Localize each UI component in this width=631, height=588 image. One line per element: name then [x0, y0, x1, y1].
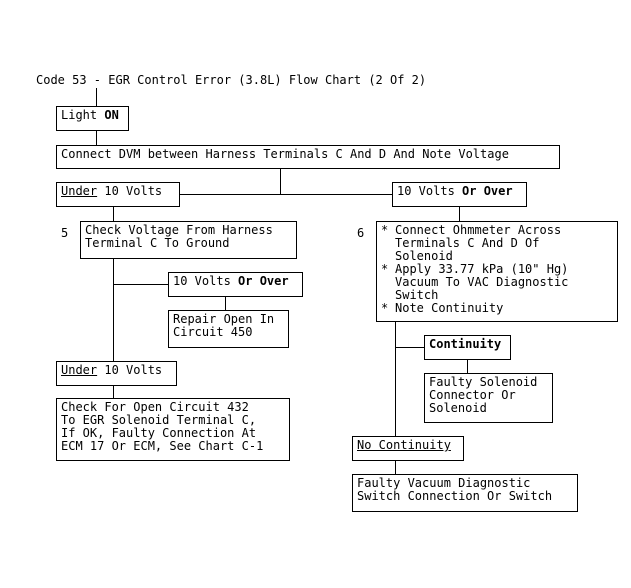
faulty-solenoid-box: Faulty Solenoid Connector Or Solenoid: [424, 373, 553, 423]
check-voltage-line2: Terminal C To Ground: [85, 236, 230, 250]
check-open-line3: If OK, Faulty Connection At: [61, 426, 257, 440]
ohmmeter-steps-list: Connect Ohmmeter Across Terminals C And …: [381, 224, 613, 316]
10-volts-or-over-box-2: 10 Volts Or Over: [168, 272, 303, 297]
volts-label: 10 Volts: [397, 184, 463, 198]
ohmmeter-steps-box: Connect Ohmmeter Across Terminals C And …: [376, 221, 618, 322]
ohmmeter-step-connect: Connect Ohmmeter Across Terminals C And …: [381, 224, 613, 263]
check-voltage-line1: Check Voltage From Harness: [85, 223, 273, 237]
continuity-box: Continuity: [424, 335, 511, 360]
or-over-label: Or Over: [462, 184, 513, 198]
faulty-solenoid-line3: Solenoid: [429, 401, 487, 415]
under-rest: 10 Volts: [97, 184, 163, 198]
ohmmeter-step-apply-vacuum: Apply 33.77 kPa (10" Hg) Vacuum To VAC D…: [381, 263, 613, 302]
no-continuity-box: No Continuity: [352, 436, 464, 461]
ohmmeter-step-connect-line1: Connect Ohmmeter Across: [395, 223, 562, 237]
under-label: Under: [61, 184, 98, 198]
repair-open-line1: Repair Open In: [173, 312, 275, 326]
volts-label-2: 10 Volts: [173, 274, 239, 288]
light-state: ON: [104, 108, 119, 122]
step-5-label: 5: [61, 226, 69, 240]
10-volts-or-over-box: 10 Volts Or Over: [392, 182, 527, 207]
connect-dvm-box: Connect DVM between Harness Terminals C …: [56, 145, 560, 169]
connect-dvm-text: Connect DVM between Harness Terminals C …: [61, 147, 509, 161]
continuity-label: Continuity: [429, 337, 502, 351]
check-open-circuit-box: Check For Open Circuit 432 To EGR Soleno…: [56, 398, 290, 461]
light-on-box: Light ON: [56, 106, 129, 131]
light-label: Light: [61, 108, 105, 122]
faulty-solenoid-line2: Connector Or: [429, 388, 516, 402]
check-open-line1: Check For Open Circuit 432: [61, 400, 249, 414]
under-10-volts-box-2: Under 10 Volts: [56, 361, 177, 386]
check-open-line4: ECM 17 Or ECM, See Chart C-1: [61, 439, 264, 453]
ohmmeter-step-note-continuity: Note Continuity: [381, 301, 613, 316]
ohmmeter-step-connect-line2: Terminals C And D Of: [395, 236, 540, 250]
step-6-label: 6: [357, 226, 365, 240]
faulty-vacuum-line2: Switch Connection Or Switch: [357, 489, 553, 503]
under-10-volts-box: Under 10 Volts: [56, 182, 180, 207]
faulty-vacuum-line1: Faulty Vacuum Diagnostic: [357, 476, 531, 490]
no-continuity-label: No Continuity: [357, 438, 451, 452]
ohmmeter-step-apply-line3: Switch: [395, 288, 439, 302]
check-open-line2: To EGR Solenoid Terminal C,: [61, 413, 257, 427]
chart-title: Code 53 - EGR Control Error (3.8L) Flow …: [36, 73, 427, 87]
ohmmeter-step-connect-line3: Solenoid: [395, 249, 453, 263]
under-rest-2: 10 Volts: [97, 363, 163, 377]
faulty-vacuum-box: Faulty Vacuum Diagnostic Switch Connecti…: [352, 474, 578, 512]
faulty-solenoid-line1: Faulty Solenoid: [429, 375, 538, 389]
under-label-2: Under: [61, 363, 98, 377]
or-over-label-2: Or Over: [238, 274, 289, 288]
ohmmeter-step-apply-line2: Vacuum To VAC Diagnostic: [395, 275, 569, 289]
ohmmeter-step-note-line1: Note Continuity: [395, 301, 504, 315]
repair-open-box: Repair Open In Circuit 450: [168, 310, 289, 348]
repair-open-line2: Circuit 450: [173, 325, 253, 339]
ohmmeter-step-apply-line1: Apply 33.77 kPa (10" Hg): [395, 262, 569, 276]
check-voltage-box: Check Voltage From Harness Terminal C To…: [80, 221, 297, 259]
